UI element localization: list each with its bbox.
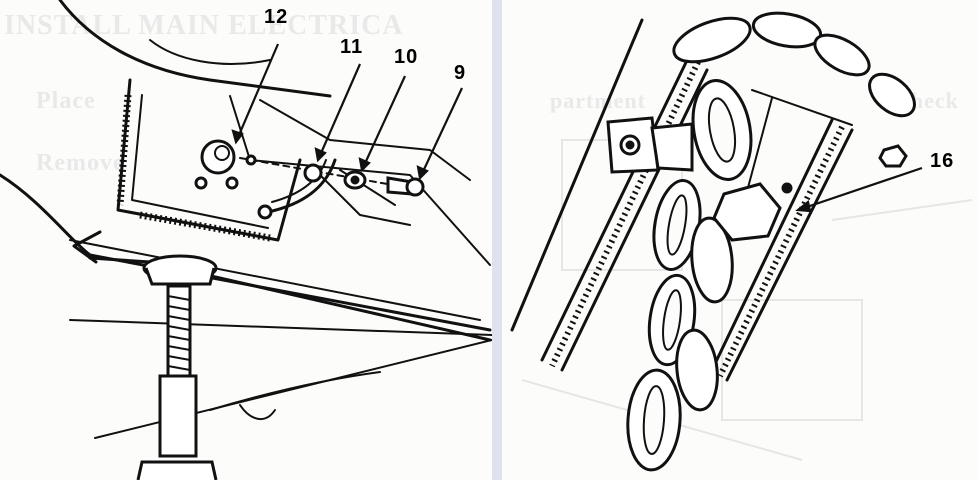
bleed-line-partment: partment: [550, 88, 646, 113]
rail-weld-right: [717, 125, 845, 378]
bolt-small-c: [245, 154, 257, 166]
bleed-heading: INSTALL MAIN ELECTRICA: [4, 10, 404, 41]
leader-12: [234, 43, 280, 143]
callout-16: 16: [930, 150, 955, 172]
chassis-mid: [69, 239, 481, 321]
leader-16: [797, 166, 923, 212]
undercarriage-curve: [209, 371, 381, 411]
rail-weld-left: [549, 60, 701, 368]
bracket-tab-hole: [257, 204, 273, 220]
chassis-end: [72, 230, 102, 264]
flange-right: [319, 174, 411, 226]
callout-12: 12: [264, 6, 289, 28]
left-drawing: [0, 0, 492, 480]
bracket-arc: [266, 158, 337, 214]
beam-left-b: [560, 68, 709, 372]
callout-10: 10: [394, 46, 419, 68]
beam-left-outer: [510, 18, 644, 332]
weld-bead-vertical: [116, 94, 132, 206]
beam-cross-top: [751, 89, 853, 126]
plate-right: [259, 99, 471, 181]
beam-left-a: [540, 48, 694, 362]
plate-edge: [229, 95, 491, 266]
chain-link-top-2: [751, 11, 823, 49]
leader-9: [419, 87, 463, 179]
beam-right-a: [710, 118, 834, 372]
chain-link-top-3: [813, 33, 871, 77]
bolt-small-b: [225, 176, 239, 190]
chain-link-2: [690, 216, 734, 304]
bracket-arc-inner: [271, 159, 327, 203]
right-drawing: [510, 11, 973, 472]
panel-left-jack-mount: INSTALL MAIN ELECTRICA Place Remove: [0, 0, 492, 480]
panel-divider: [492, 0, 502, 480]
bolt-small-a: [194, 176, 208, 190]
undercarriage-line-1: [69, 319, 492, 336]
weld-bead-horizontal: [139, 211, 271, 242]
small-nut: [878, 144, 908, 168]
bolt-hole-16: [781, 182, 793, 194]
undercarriage-detail: [239, 404, 276, 420]
chain-link-top-1: [672, 16, 752, 64]
hex-nut-16: [712, 182, 782, 242]
chain-link-4: [675, 328, 719, 412]
undercarriage-line-2: [94, 339, 492, 439]
bleed-line-place: Place: [36, 88, 96, 114]
jack-column: [158, 374, 198, 458]
housing-upper-edge: [58, 0, 332, 98]
chassis-top: [0, 173, 492, 332]
callout-9: 9: [454, 62, 467, 84]
panel-right-chain-hoist: partment Check: [502, 0, 978, 480]
bleed-line-remove: Remove: [36, 150, 125, 176]
spacer-11: [303, 163, 323, 183]
frame-inner: [131, 94, 269, 229]
leader-11: [316, 63, 362, 161]
chain-link-top-4: [868, 72, 916, 118]
alignment-dashed-line: [239, 157, 411, 189]
housing-arch: [149, 39, 271, 65]
leader-10: [360, 75, 407, 171]
jack-base: [136, 460, 218, 480]
callout-11: 11: [340, 36, 364, 58]
shackle-body: [650, 122, 694, 172]
beam-right-b: [725, 128, 854, 382]
